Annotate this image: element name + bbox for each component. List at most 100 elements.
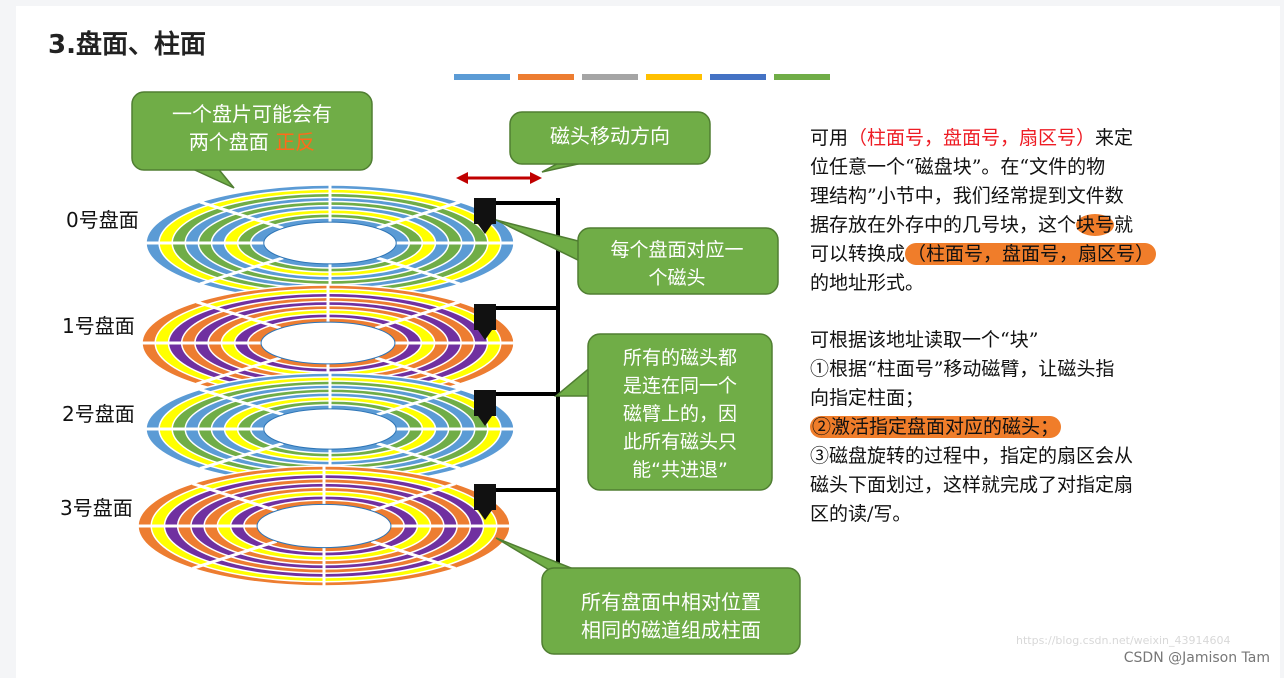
explain-red-text: （柱面号，盘面号，扇区号） [848, 127, 1096, 149]
color-swatch-2 [582, 74, 638, 80]
slide: 3.盘面、柱面 0号盘面 1号盘面 2号盘面 3号盘面 一个盘片可能会有 两个盘… [16, 6, 1280, 678]
callout-shape-one-head-each [495, 219, 779, 295]
head-body [474, 198, 496, 224]
sector-divider [376, 441, 461, 471]
explain-text: 可用 [810, 127, 849, 149]
color-swatch-4 [710, 74, 766, 80]
watermark-url: https://blog.csdn.net/weixin_43914604 [1016, 634, 1231, 647]
explain-line-10: ②激活指定盘面对应的磁头； [810, 413, 1230, 442]
callout-same-arm-line3: 磁臂上的，因 [622, 403, 737, 425]
explain-line-12: 磁头下面划过，这样就完成了对指定扇 [810, 474, 1134, 496]
platter-label-1: 1号盘面 [62, 314, 135, 338]
callout-one-head-each: 每个盘面对应一 个磁头 [578, 236, 776, 292]
sector-divider [199, 256, 284, 286]
callout-two-sides-line1: 一个盘片可能会有 [172, 102, 332, 126]
callout-same-arm-line2: 是连在同一个 [622, 375, 737, 397]
callout-two-sides-text: 两个盘面 [188, 130, 269, 154]
sector-divider [374, 300, 460, 330]
callout-fill [590, 336, 770, 488]
callout-two-sides-accent: 正反 [275, 130, 316, 154]
disk-diagram [131, 91, 801, 655]
explain-text: 可以转换成 [810, 243, 906, 265]
spindle-hole [263, 221, 397, 265]
direction-arrow-right-head [530, 172, 542, 184]
direction-arrow-left-head [456, 172, 468, 184]
callout-cylinder-line1: 所有盘面中相对位置 [581, 590, 761, 614]
explain-line-11: ③磁盘旋转的过程中，指定的扇区会从 [810, 445, 1134, 467]
color-swatch-1 [518, 74, 574, 80]
callout-same-arm-line1: 所有的磁头都 [622, 347, 737, 369]
callout-shape-two-sides [131, 91, 373, 189]
callout-one-head-line1: 每个盘面对应一 [610, 239, 744, 261]
head-body [474, 304, 496, 330]
explain-line-13: 区的读/写。 [810, 503, 912, 525]
sector-divider [370, 539, 456, 570]
callout-fill [134, 94, 370, 168]
explanation-panel: 可用（柱面号，盘面号，扇区号）来定 位任意一个“磁盘块”。在“文件的物 理结构”… [810, 124, 1230, 529]
head-1 [474, 304, 558, 340]
callout-fill [512, 114, 708, 162]
explain-line-1: 可用（柱面号，盘面号，扇区号）来定 [810, 124, 1230, 153]
callout-same-arm-line4: 此所有磁头只 [622, 431, 737, 453]
explain-line-4: 据存放在外存中的几号块，这个块号就 [810, 211, 1230, 240]
head-tip [478, 224, 492, 234]
callout-fill [544, 570, 798, 652]
sector-divider [196, 356, 282, 386]
sector-divider [376, 200, 461, 230]
paragraph-gap [810, 298, 1230, 326]
explain-text: 据存放在外存中的几号块，这个 [810, 214, 1077, 236]
explain-line-3: 理结构”小节中，我们经常提到文件数 [810, 185, 1124, 207]
sector-divider [199, 200, 284, 230]
page-title: 3.盘面、柱面 [48, 30, 206, 60]
platter-label-0: 0号盘面 [66, 208, 139, 232]
spindle-hole [260, 321, 396, 365]
callout-shape-same-arm [553, 333, 773, 491]
sector-divider [374, 356, 460, 386]
sector-divider [192, 539, 278, 570]
watermark-credit: CSDN @Jamison Tam [1123, 650, 1270, 666]
callout-same-arm-line5: 能“共进退” [632, 459, 728, 481]
explain-line-6: 的地址形式。 [810, 272, 925, 294]
sector-divider [196, 300, 282, 330]
head-body [474, 484, 496, 510]
head-tip [478, 416, 492, 426]
color-swatch-5 [774, 74, 830, 80]
explain-line-9: 向指定柱面； [810, 387, 925, 409]
activate-head-highlight: ②激活指定盘面对应的磁头； [810, 416, 1062, 438]
callout-fill [580, 230, 776, 292]
spindle-hole [263, 408, 397, 450]
callout-cylinder-line2: 相同的磁道组成柱面 [581, 618, 761, 642]
platter-2 [145, 372, 515, 486]
explain-line-2: 位任意一个“磁盘块”。在“文件的物 [810, 156, 1106, 178]
head-0 [474, 198, 558, 234]
sector-divider [199, 441, 284, 471]
callout-shape-cylinder [495, 537, 801, 655]
explain-line-8: ①根据“柱面号”移动磁臂，让磁头指 [810, 358, 1115, 380]
sector-divider [199, 387, 284, 417]
callout-two-sides: 一个盘片可能会有 两个盘面 正反 [134, 100, 370, 156]
callout-head-direction: 磁头移动方向 [550, 124, 670, 148]
callout-two-sides-line2: 两个盘面 正反 [134, 128, 370, 156]
callout-one-head-line2: 个磁头 [648, 267, 706, 289]
platter-1 [141, 284, 515, 402]
platter-3 [137, 465, 511, 587]
theme-color-bar [454, 74, 830, 80]
explain-text: 来定 [1095, 127, 1134, 149]
explain-line-5: 可以转换成（柱面号，盘面号，扇区号） [810, 240, 1230, 269]
head-body [474, 390, 496, 416]
sector-divider [192, 482, 278, 513]
head-2 [474, 390, 558, 426]
head-3 [474, 484, 558, 520]
head-tip [478, 510, 492, 520]
callout-cylinder: 所有盘面中相对位置 相同的磁道组成柱面 [544, 588, 798, 644]
explain-text: 就 [1114, 214, 1134, 236]
platter-stack [137, 184, 515, 587]
color-swatch-0 [454, 74, 510, 80]
callout-shapes [131, 91, 801, 655]
platter-label-2: 2号盘面 [62, 402, 135, 426]
sector-divider [370, 482, 456, 513]
block-number-highlight: 块号 [1076, 214, 1115, 236]
color-swatch-3 [646, 74, 702, 80]
sector-divider [376, 256, 461, 286]
explain-line-7: 可根据该地址读取一个“块” [810, 329, 1039, 351]
